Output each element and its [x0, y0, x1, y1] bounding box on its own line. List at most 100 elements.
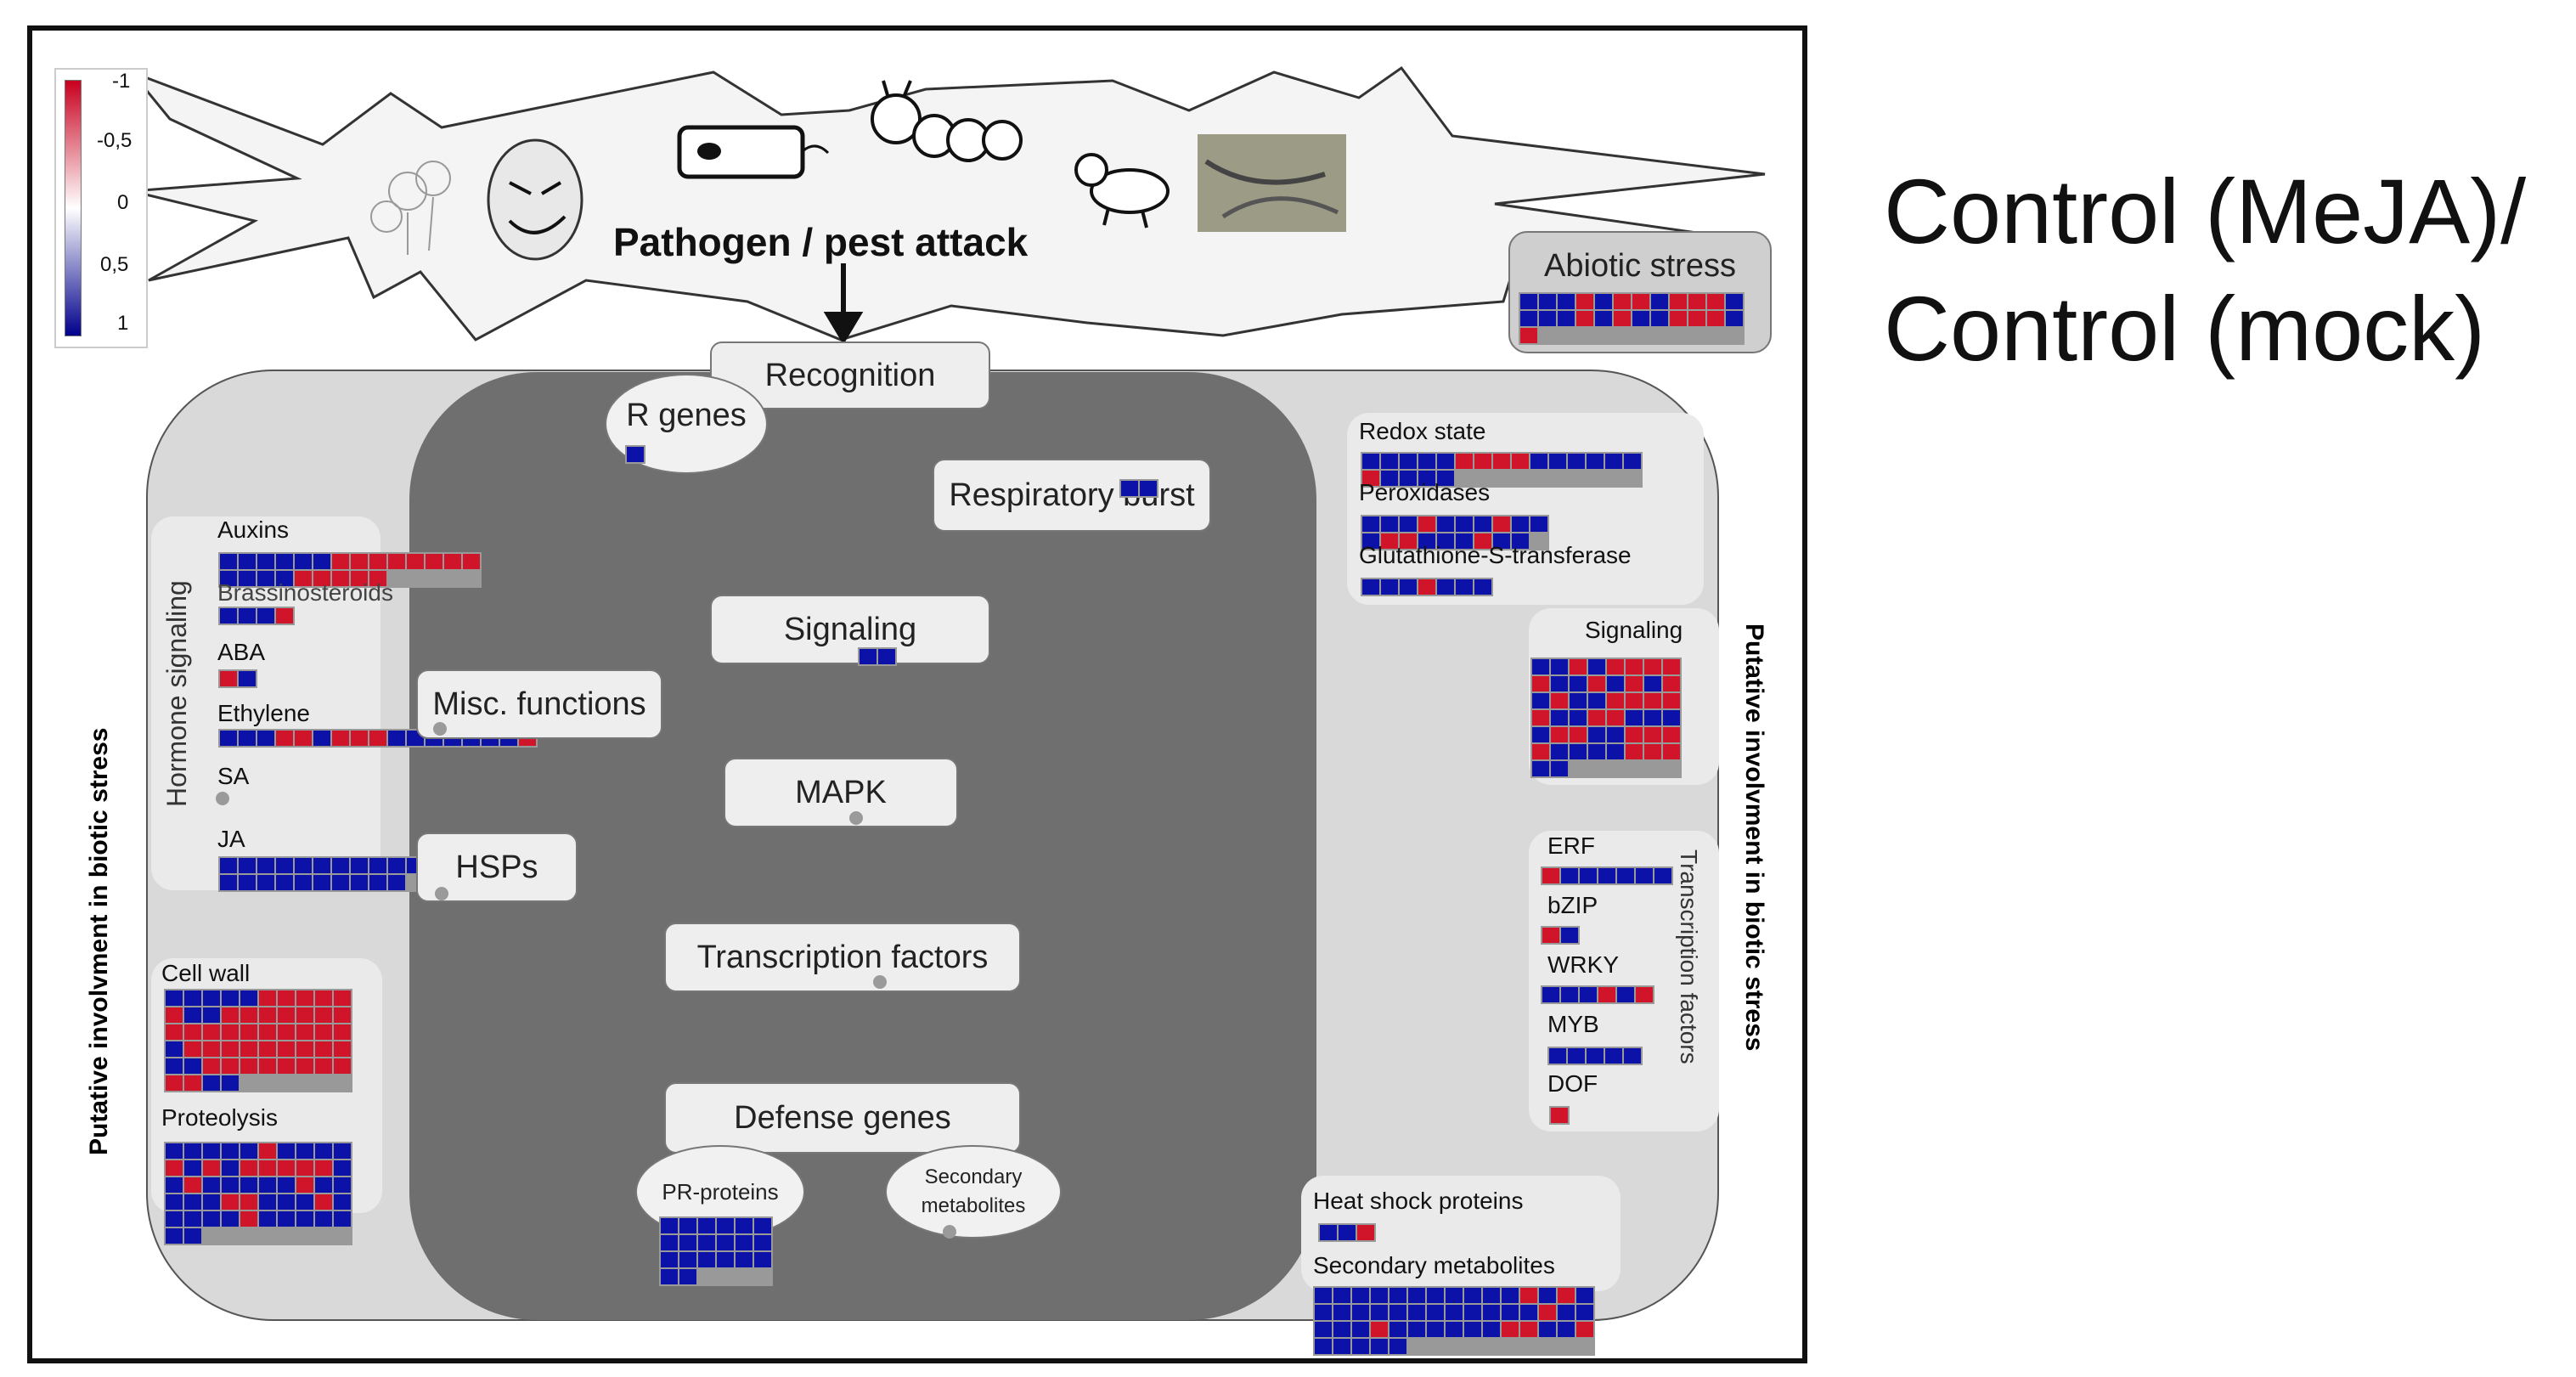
heatmap-cell — [1588, 727, 1605, 742]
heatmap-cell — [259, 1007, 276, 1023]
heatmap-cell — [369, 875, 386, 890]
redox-heatmap — [1361, 452, 1643, 488]
heatmap-cell — [1427, 1305, 1444, 1320]
heatmap-cell — [1588, 710, 1605, 725]
heatmap-cell — [1626, 676, 1643, 691]
heatmap-cell — [166, 1177, 183, 1193]
heatmap-cell — [1437, 471, 1454, 486]
heatmap-cell — [1474, 533, 1491, 549]
heatmap-cell — [1493, 454, 1510, 469]
heatmap-cell — [1520, 311, 1537, 326]
heatmap-cell — [315, 990, 332, 1006]
recognition-label: Recognition — [764, 357, 936, 393]
heatmap-cell — [203, 1177, 220, 1193]
left-side-label: Putative involvment in biotic stress — [85, 727, 113, 1155]
heatmap-cell — [1588, 744, 1605, 759]
heatmap-cell — [257, 731, 274, 746]
heatmap-cell — [1381, 516, 1398, 532]
respiratory-burst-box: Respiratory burst — [933, 459, 1211, 532]
heatmap-cell — [754, 1235, 771, 1250]
heatmap-cell — [1362, 533, 1379, 549]
heatmap-cell — [278, 1211, 295, 1227]
myb-label: MYB — [1547, 1011, 1599, 1037]
heatmap-cell — [1551, 727, 1568, 742]
heatmap-cell — [1558, 311, 1575, 326]
heatmap-cell — [1607, 727, 1624, 742]
heatmap-cell — [166, 1194, 183, 1210]
heatmap-cell — [332, 554, 349, 569]
heatmap-cell — [1512, 454, 1529, 469]
caterpillar-icon — [871, 80, 1023, 162]
heatmap-cell — [1400, 516, 1417, 532]
heatmap-cell — [1542, 868, 1559, 883]
heatmap-cell — [1632, 294, 1649, 309]
heatmap-cell — [166, 1075, 183, 1091]
heatmap-cell — [332, 731, 349, 746]
redox-state-label: Redox state — [1359, 418, 1486, 444]
heatmap-cell — [1520, 328, 1537, 343]
heatmap-cell — [1551, 693, 1568, 708]
aba-heatmap — [218, 669, 257, 688]
heatmap-cell — [313, 875, 330, 890]
heatmap-cell — [679, 1269, 696, 1284]
heatmap-cell — [698, 1252, 715, 1267]
heatmap-cell — [1400, 533, 1417, 549]
secondary-metabolites-line-1: Secondary — [924, 1165, 1023, 1188]
germ-icon — [487, 138, 583, 261]
heatmap-cell — [278, 1143, 295, 1159]
heatmap-cell — [1707, 294, 1724, 309]
mapk-box: MAPK — [724, 758, 958, 827]
heatmap-cell — [222, 1041, 239, 1057]
heatmap-cell — [1315, 1305, 1332, 1320]
heatmap-cell — [296, 990, 313, 1006]
heatmap-cell — [1418, 471, 1435, 486]
heatmap-cell — [334, 990, 351, 1006]
heatmap-cell — [259, 1177, 276, 1193]
heatmap-cell — [1381, 471, 1398, 486]
secondary-metabolites-ellipse: Secondary metabolites — [885, 1145, 1062, 1239]
heatmap-cell — [1670, 294, 1687, 309]
title-line-1: Control (MeJA)/ — [1884, 160, 2527, 262]
heatmap-cell — [315, 1058, 332, 1074]
secondary-metabolites-line-2: metabolites — [921, 1194, 1026, 1217]
r-genes-label: R genes — [626, 398, 747, 433]
heatmap-cell — [1626, 744, 1643, 759]
heatmap-cell — [388, 875, 405, 890]
heatmap-cell — [369, 731, 386, 746]
heatmap-cell — [388, 858, 405, 873]
myb-heatmap — [1547, 1047, 1643, 1065]
heatmap-cell — [1456, 533, 1473, 549]
heatmap-cell — [878, 649, 895, 664]
heatmap-cell — [1607, 659, 1624, 674]
heatmap-cell — [1607, 676, 1624, 691]
heatmap-cell — [1626, 727, 1643, 742]
heatmap-cell — [278, 1160, 295, 1176]
heatmap-cell — [184, 1228, 201, 1244]
heatmap-cell — [1530, 516, 1547, 532]
heatmap-cell — [259, 1024, 276, 1040]
heatmap-cell — [627, 447, 644, 462]
heatmap-cell — [334, 1007, 351, 1023]
heatmap-cell — [1532, 676, 1549, 691]
heatmap-cell — [278, 990, 295, 1006]
heatmap-cell — [203, 1211, 220, 1227]
heatmap-cell — [351, 875, 368, 890]
heatmap-cell — [1588, 659, 1605, 674]
heatmap-cell — [1530, 454, 1547, 469]
heatmap-cell — [1532, 710, 1549, 725]
heatmap-cell — [1644, 659, 1661, 674]
heatmap-cell — [1570, 727, 1587, 742]
heatmap-cell — [698, 1235, 715, 1250]
heatmap-cell — [166, 1007, 183, 1023]
heatmap-cell — [296, 1177, 313, 1193]
heatmap-cell — [661, 1235, 678, 1250]
legend-tick: -0,5 — [97, 129, 132, 152]
secondary-metabolites-marker — [943, 1225, 956, 1239]
heatmap-cell — [1352, 1288, 1369, 1303]
heatmap-cell — [184, 1177, 201, 1193]
heatmap-cell — [257, 858, 274, 873]
heatmap-cell — [1400, 471, 1417, 486]
heatmap-cell — [239, 608, 256, 624]
heatmap-cell — [296, 1058, 313, 1074]
